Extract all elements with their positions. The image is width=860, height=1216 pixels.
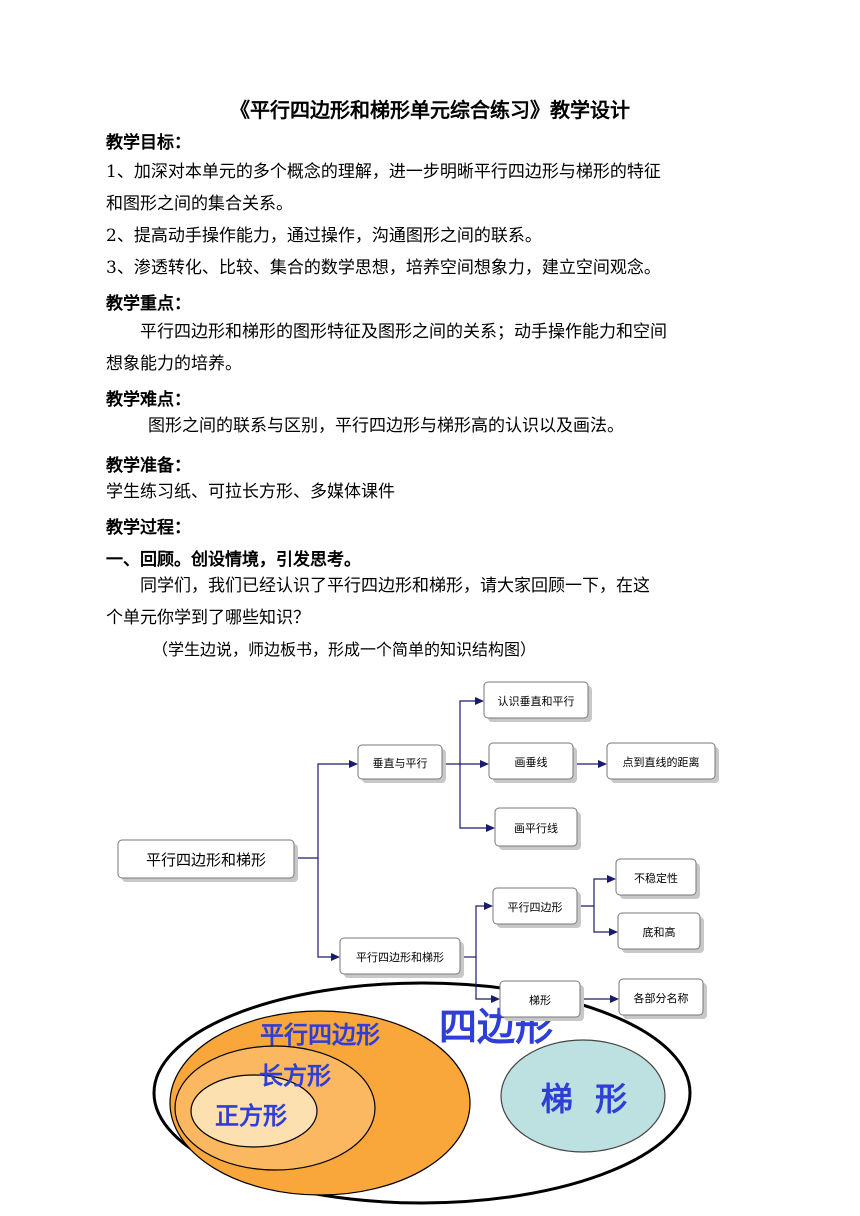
node-know-perpendicular: 认识垂直和平行: [483, 681, 592, 722]
svg-text:梯形: 梯形: [529, 994, 551, 1007]
svg-text:画垂线: 画垂线: [515, 755, 548, 769]
node-parallelogram: 平行四边形: [492, 887, 581, 928]
document-title: 《平行四边形和梯形单元综合练习》教学设计: [230, 98, 630, 122]
objectives-heading: 教学目标：: [106, 133, 191, 153]
label-rectangle: 长方形: [259, 1062, 331, 1090]
svg-text:垂直与平行: 垂直与平行: [373, 756, 428, 770]
node-part-names: 各部分名称: [618, 978, 707, 1019]
label-square: 正方形: [215, 1102, 287, 1130]
node-root: 平行四边形和梯形: [117, 839, 298, 882]
svg-text:画平行线: 画平行线: [514, 821, 558, 835]
section-1-heading: 一、回顾。创设情境，引发思考。: [106, 550, 361, 570]
node-shapes-branch: 平行四边形和梯形: [339, 937, 464, 978]
svg-text:认识垂直和平行: 认识垂直和平行: [498, 694, 575, 708]
mindmap-connectors: [296, 697, 619, 1003]
trapezoid-ellipse: [500, 1039, 666, 1153]
node-point-line-distance: 点到直线的距离: [606, 742, 719, 783]
section-1-para-line2: 个单元你学到了哪些知识？: [106, 608, 310, 628]
section-1-para-line1: 同学们，我们已经认识了平行四边形和梯形，请大家回顾一下，在这: [140, 576, 650, 596]
node-draw-perpendicular: 画垂线: [488, 742, 577, 783]
difficulties-text: 图形之间的联系与区别，平行四边形与梯形高的认识以及画法。: [148, 416, 624, 436]
key-points-heading: 教学重点：: [106, 294, 191, 314]
svg-text:平行四边形和梯形: 平行四边形和梯形: [146, 851, 266, 869]
svg-text:平行四边形: 平行四边形: [508, 901, 563, 914]
objective-1-line1: 1、加深对本单元的多个概念的理解，进一步明晰平行四边形与梯形的特征: [106, 162, 661, 182]
svg-text:各部分名称: 各部分名称: [634, 991, 689, 1005]
node-draw-parallel: 画平行线: [494, 807, 581, 850]
objective-2: 2、提高动手操作能力，通过操作，沟通图形之间的联系。: [106, 226, 542, 246]
node-base-height: 底和高: [617, 912, 704, 953]
svg-text:平行四边形和梯形: 平行四边形和梯形: [356, 951, 444, 964]
label-trapezoid: 梯 形: [541, 1080, 627, 1118]
label-parallelogram: 平行四边形: [260, 1021, 380, 1049]
node-perpendicular-parallel: 垂直与平行: [357, 744, 446, 783]
svg-text:不稳定性: 不稳定性: [634, 871, 678, 885]
objective-1-line2: 和图形之间的集合关系。: [106, 194, 293, 214]
process-heading: 教学过程：: [106, 518, 191, 538]
node-unstable: 不稳定性: [615, 858, 700, 899]
section-1-note: （学生边说，师边板书，形成一个简单的知识结构图）: [152, 640, 537, 659]
key-points-line1: 平行四边形和梯形的图形特征及图形之间的关系；动手操作能力和空间: [140, 322, 667, 342]
key-points-line2: 想象能力的培养。: [106, 354, 242, 374]
svg-text:点到直线的距离: 点到直线的距离: [623, 755, 700, 769]
objective-3: 3、渗透转化、比较、集合的数学思想，培养空间想象力，建立空间观念。: [106, 258, 661, 278]
preparation-heading: 教学准备：: [106, 456, 191, 476]
square-ellipse: [190, 1074, 318, 1148]
svg-text:底和高: 底和高: [643, 925, 676, 939]
preparation-text: 学生练习纸、可拉长方形、多媒体课件: [106, 482, 395, 502]
difficulties-heading: 教学难点：: [106, 390, 191, 410]
node-trapezoid: 梯形: [499, 980, 584, 1021]
